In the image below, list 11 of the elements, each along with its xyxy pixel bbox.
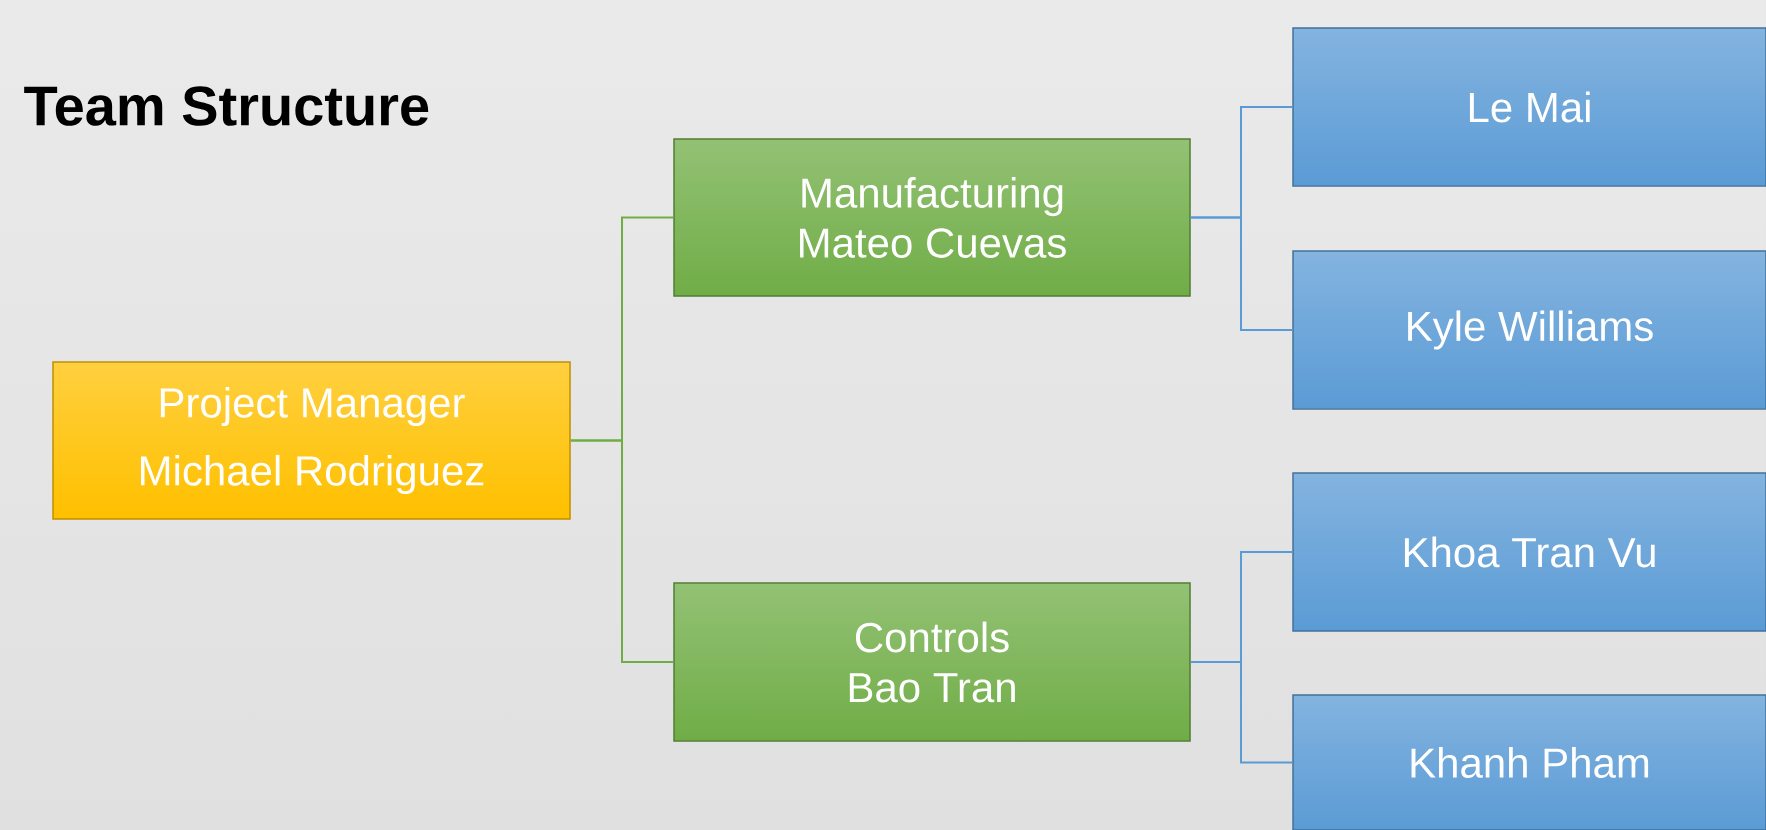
heading: Team Structure [24, 86, 429, 126]
org-box: Kyle Williams [1292, 250, 1766, 410]
org-box: Manufacturing Mateo Cuevas [673, 138, 1191, 297]
connector-line [569, 439, 675, 663]
org-box: Khoa Tran Vu [1292, 472, 1766, 632]
org-box: Controls Bao Tran [673, 582, 1191, 742]
org-box: Le Mai [1292, 27, 1766, 187]
org-box: Project Manager Michael Rodriguez [52, 361, 571, 520]
connector-line [1189, 216, 1294, 331]
org-box: Khanh Pham [1292, 694, 1766, 830]
connector-line [1189, 661, 1294, 764]
